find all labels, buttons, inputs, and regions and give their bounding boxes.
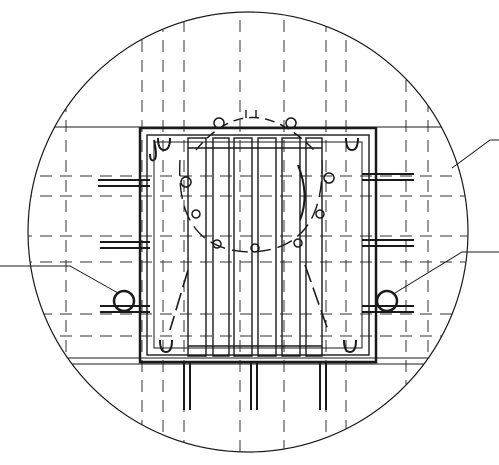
pipe-right	[375, 289, 399, 313]
top-marks	[245, 110, 257, 118]
corner-hooks	[149, 137, 359, 354]
diag-left	[169, 269, 189, 331]
pipe-left	[112, 289, 136, 313]
side-studs	[98, 173, 414, 313]
detail-circle	[27, 11, 469, 453]
bottom-studs	[183, 362, 327, 410]
top-ring-right	[285, 117, 297, 129]
top-arc	[195, 116, 315, 151]
inner-rings	[180, 172, 335, 253]
band-lines	[28, 126, 468, 365]
bar-ticks	[188, 147, 322, 347]
center-arc	[179, 159, 323, 253]
curve-right	[297, 164, 306, 221]
leader-lines	[0, 139, 499, 294]
top-ring-left	[213, 117, 225, 129]
diag-right	[304, 264, 329, 331]
vertical-bars	[187, 137, 323, 357]
